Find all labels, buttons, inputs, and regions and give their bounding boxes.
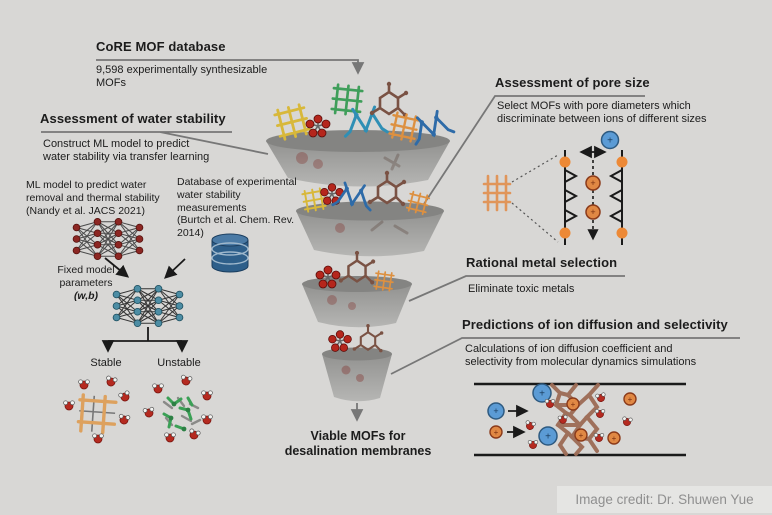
ion-diffusion-heading: Predictions of ion diffusion and selecti… <box>462 317 728 332</box>
metal-node-icon <box>616 156 628 168</box>
svg-text:+: + <box>607 136 613 147</box>
neural-network-source-icon <box>72 217 144 261</box>
mof-pile-stage-4 <box>327 323 385 354</box>
sodium-ion-icon: + + + <box>487 383 558 446</box>
metal-node-icon <box>559 156 571 168</box>
svg-text:+: + <box>612 434 617 443</box>
pore-size-diagram: + + + <box>482 130 628 245</box>
fixed-parameters-symbols: (w,b) <box>73 290 99 302</box>
small-ion-icon: + <box>585 204 601 220</box>
metal-node-icon <box>616 227 628 239</box>
metal-selection-connector <box>408 275 625 302</box>
water-molecules <box>63 375 132 444</box>
membrane-diagram: + + + + + + + + <box>474 382 686 457</box>
transfer-learning-arrows <box>104 257 186 279</box>
ml-model-note: ML model to predict water removal and th… <box>26 179 160 217</box>
pore-size-description: Select MOFs with pore diameters which di… <box>497 100 707 126</box>
water-stability-description: Construct ML model to predict water stab… <box>43 138 210 164</box>
funnel-output-label: Viable MOFs for desalination membranes <box>284 429 432 459</box>
ion-diffusion-connector <box>390 337 740 375</box>
svg-text:+: + <box>545 432 551 443</box>
core-database-subtitle: 9,598 experimentally synthesizable MOFs <box>96 64 268 90</box>
metal-node-icon <box>559 227 571 239</box>
svg-text:+: + <box>571 400 576 409</box>
water-stability-connector <box>41 131 269 155</box>
svg-text:+: + <box>539 389 545 400</box>
image-credit: Image credit: Dr. Shuwen Yue <box>557 486 772 513</box>
core-database-connector <box>96 59 365 75</box>
fixed-parameters-label: Fixed model parameters <box>57 264 115 289</box>
unstable-mof-icon <box>142 374 213 443</box>
zoom-projection-lines <box>511 154 559 243</box>
svg-text:+: + <box>494 428 499 437</box>
feed-ion-arrows <box>507 404 529 439</box>
funnel-stage-4 <box>322 347 392 402</box>
svg-text:+: + <box>493 406 498 416</box>
pore-size-heading: Assessment of pore size <box>495 75 650 90</box>
small-ion-icon: + <box>585 175 601 191</box>
large-ion-icon: + <box>600 130 620 150</box>
svg-text:+: + <box>590 207 595 217</box>
svg-text:+: + <box>628 395 633 404</box>
pore-size-connector <box>419 95 645 211</box>
ion-diffusion-description: Calculations of ion diffusion coefficien… <box>465 343 697 369</box>
small-ion-icon: + + + + + <box>489 392 637 445</box>
svg-text:+: + <box>590 178 595 188</box>
channel-walls <box>474 382 686 457</box>
svg-text:+: + <box>579 431 584 440</box>
neural-network-transfer-icon <box>112 284 184 328</box>
water-stability-heading: Assessment of water stability <box>40 111 226 126</box>
unstable-label: Unstable <box>157 357 201 369</box>
experimental-database-note: Database of experimental water stability… <box>177 176 297 240</box>
water-molecules <box>142 374 213 443</box>
mof-grid-icon <box>482 174 512 212</box>
metal-selection-heading: Rational metal selection <box>466 255 618 270</box>
connector-lines <box>41 59 740 422</box>
classification-branch-arrows <box>108 327 189 350</box>
metal-selection-description: Eliminate toxic metals <box>468 283 575 295</box>
database-icon <box>211 233 249 273</box>
core-database-title: CoRE MOF database <box>96 39 226 54</box>
stable-label: Stable <box>90 357 122 369</box>
funnel-stage-3 <box>302 276 412 328</box>
stable-mof-icon <box>63 375 132 444</box>
